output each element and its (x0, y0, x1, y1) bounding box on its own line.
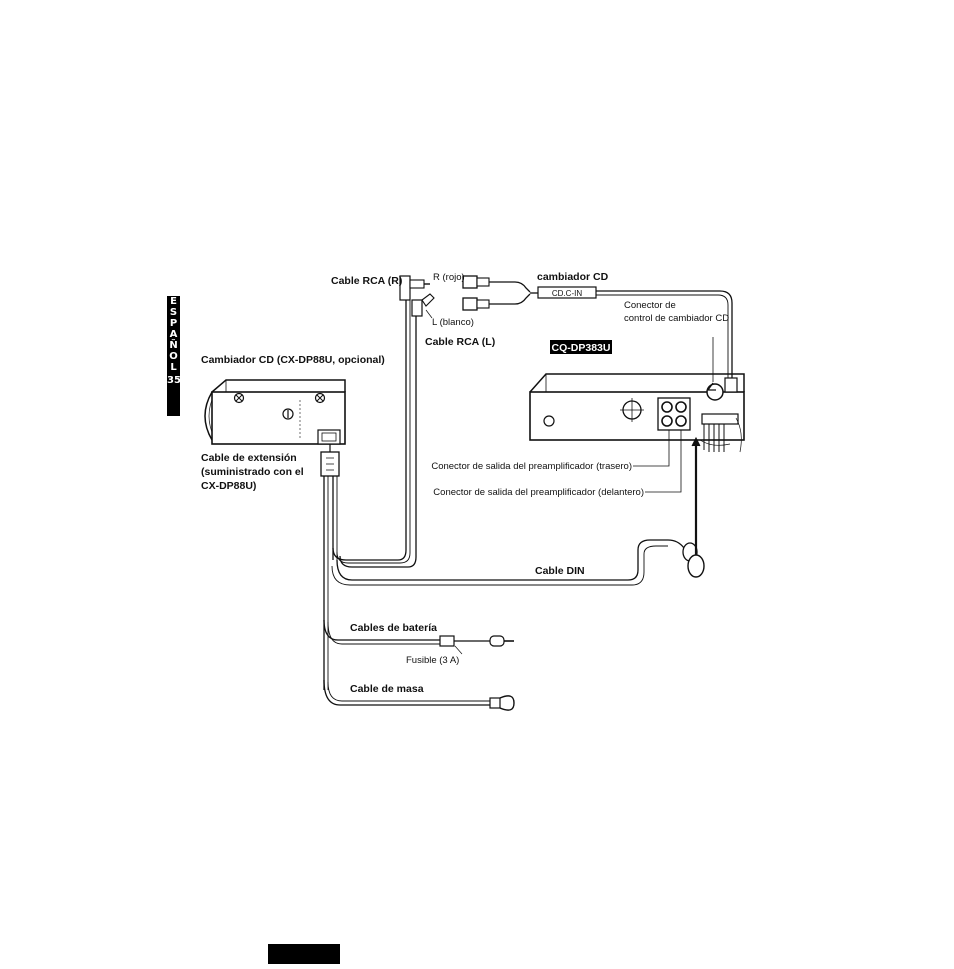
rca-cables (332, 275, 435, 568)
cd-changer-unit (204, 379, 346, 445)
label-cable-rca-r: Cable RCA (R) (331, 275, 402, 287)
label-changer-title: Cambiador CD (CX-DP88U, opcional) (201, 354, 385, 366)
label-extension-1: Cable de extensión (201, 452, 297, 464)
label-cables-bateria: Cables de batería (350, 622, 437, 634)
leader-lines (425, 309, 714, 493)
label-preamp-rear: Conector de salida del preamplificador (… (431, 461, 632, 472)
label-cable-masa: Cable de masa (350, 683, 424, 695)
label-cambiador-cd: cambiador CD (537, 271, 609, 283)
cdc-in-cable (462, 275, 733, 378)
din-cable (331, 382, 716, 586)
label-cable-rca-l: Cable RCA (L) (425, 336, 495, 348)
label-fusible: Fusible (3 A) (406, 655, 459, 666)
label-conector-control-1: Conector de (624, 300, 676, 311)
label-cable-din: Cable DIN (535, 565, 585, 577)
language-side-tab: E S P A Ñ O L 35 (167, 296, 181, 416)
page-footer-bar (268, 944, 340, 964)
label-model: CQ-DP383U (552, 342, 611, 354)
battery-cable (323, 619, 514, 655)
label-preamp-front: Conector de salida del preamplificador (… (433, 487, 644, 498)
ground-cable (323, 679, 515, 711)
language-letters: E S P A Ñ O L (169, 296, 178, 373)
page-number: 35 (167, 375, 181, 386)
label-r-rojo: R (rojo) (433, 272, 465, 283)
extension-cable (320, 444, 340, 690)
label-extension-3: CX-DP88U) (201, 480, 256, 492)
label-extension-2: (suministrado con el (201, 466, 304, 478)
head-unit (529, 340, 745, 453)
label-l-blanco: L (blanco) (432, 317, 474, 328)
label-conector-control-2: control de cambiador CD (624, 313, 729, 324)
label-cdc-in: CD.C-IN (552, 289, 582, 298)
